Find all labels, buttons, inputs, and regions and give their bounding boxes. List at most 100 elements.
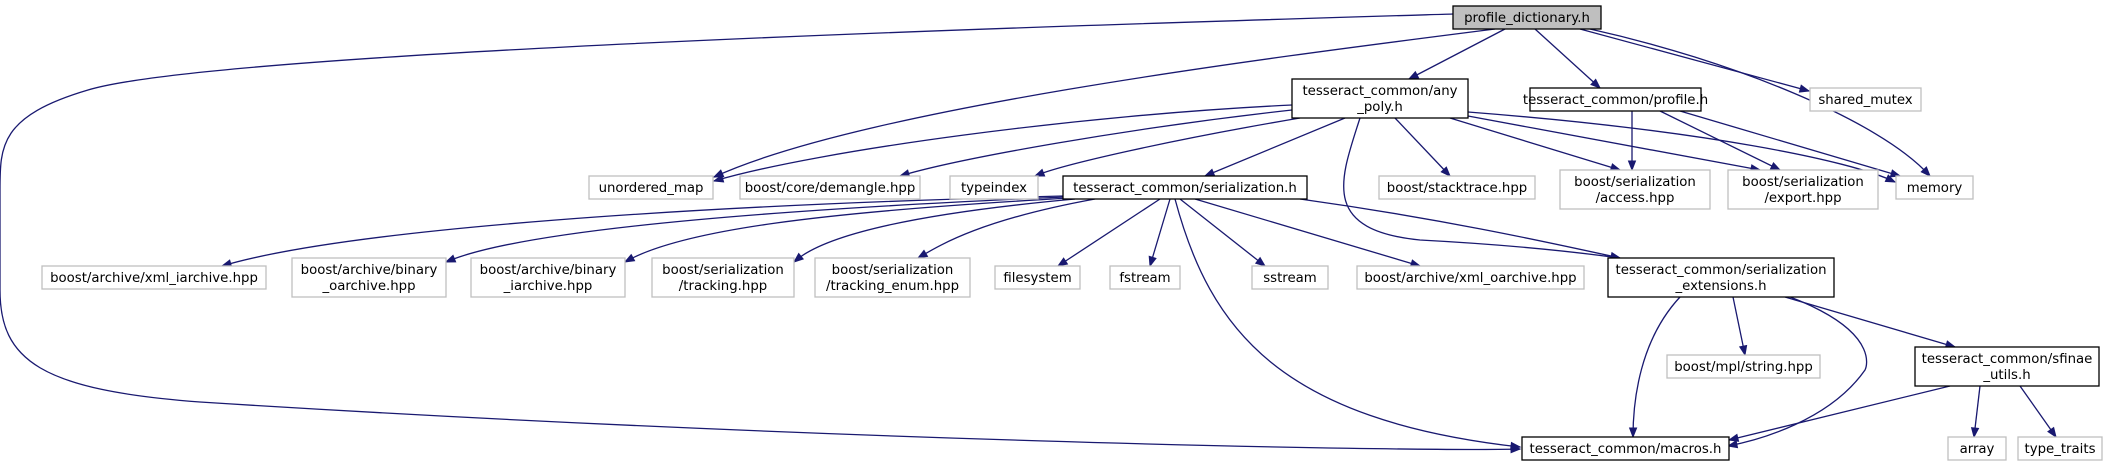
node-root[interactable]: profile_dictionary.h [1452,5,1602,30]
node-box [470,257,626,298]
node-stk: boost/stacktrace.hpp [1378,175,1536,200]
edge-ser-to-mac [1174,198,1522,451]
node-dmg: boost/core/demangle.hpp [739,175,921,200]
edge-any-to-tidx [1033,117,1301,177]
node-ser[interactable]: tesseract_common/serialization.h [1062,175,1308,200]
arrowhead [1727,433,1740,442]
edge-line [1659,110,1781,171]
node-label: boost/serialization [1742,175,1864,190]
node-box [1607,257,1835,298]
arrowhead [1590,78,1602,89]
node-label: tesseract_common/any [1302,84,1457,99]
node-mpl: boost/mpl/string.hpp [1666,354,1821,379]
edge-ser-to-bino [444,196,1066,263]
arrowhead [623,253,636,263]
edge-line [1534,28,1601,89]
node-box [1914,346,2100,387]
arrowhead [712,174,725,183]
node-sfin[interactable]: tesseract_common/sfinae_utils.h [1914,346,2100,387]
edge-prof-to-mem [1679,110,1902,178]
arrowhead [1056,257,1069,267]
edge-ser-to-bini [623,197,1071,263]
node-box [1356,265,1585,290]
arrowhead [1407,70,1420,80]
edge-line [1449,117,1621,171]
dependency-nodes: profile_dictionary.h tesseract_common/any… [41,5,2103,461]
node-tidx: typeindex [949,175,1039,200]
node-fstr: fstream [1109,265,1181,290]
node-label: unordered_map [599,181,704,196]
arrowhead [1254,256,1267,267]
edge-root-to-mem [1589,28,1931,178]
arrowhead [1628,427,1638,439]
node-label: tesseract_common/macros.h [1530,442,1722,457]
node-label: boost/archive/xml_oarchive.hpp [1364,271,1576,286]
node-label: tesseract_common/serialization [1615,263,1826,278]
edge-line [624,197,1071,263]
edge-line [0,13,1521,451]
node-label: boost/archive/binary [301,263,438,278]
node-label: _utils.h [1982,368,2030,383]
node-prof[interactable]: tesseract_common/profile.h [1523,87,1708,112]
edge-line [1057,198,1161,267]
edge-line [1174,198,1521,448]
node-label: type_traits [2024,442,2095,457]
edge-sfin-to-arr [1970,385,1981,439]
dependency-edges [0,13,2057,454]
node-label: _extensions.h [1674,279,1766,294]
node-label: _oarchive.hpp [321,279,415,294]
arrowhead [1033,168,1046,177]
node-box [1947,436,2007,461]
arrowhead [1738,344,1748,357]
edge-ser-to-sstr [1179,198,1267,267]
node-label: boost/serialization [832,263,954,278]
node-box [2017,436,2103,461]
edge-line [1784,296,1956,348]
node-serx[interactable]: tesseract_common/serialization_extension… [1607,257,1835,298]
arrowhead [1920,166,1931,178]
node-label: _poly.h [1356,100,1403,115]
node-label: /tracking.hpp [679,279,767,294]
node-box [1559,169,1711,210]
node-acc: boost/serialization/access.hpp [1559,169,1711,210]
edge-line [1034,117,1301,177]
edge-ser-to-fstr [1148,198,1171,268]
node-sstr: sstream [1251,265,1329,290]
node-box [41,265,267,290]
edge-ser-to-xmlo [1194,198,1422,268]
edge-any-to-exp [1467,115,1762,173]
node-label: /access.hpp [1596,191,1675,206]
arrowhead [1203,168,1216,177]
node-label: _iarchive.hpp [503,279,593,294]
node-box [1529,87,1702,112]
edge-line [1408,28,1506,80]
node-box [651,257,795,298]
node-box [291,257,447,298]
edge-any-to-acc [1449,117,1622,172]
node-box [994,265,1081,290]
arrowhead [1769,162,1782,171]
node-mac[interactable]: tesseract_common/macros.h [1521,436,1730,461]
edge-any-to-ser [1203,117,1346,177]
edge-serx-to-sfin [1784,296,1957,349]
edge-sfin-to-ttr [2019,385,2057,439]
edge-line [1632,296,1681,438]
node-label: tesseract_common/profile.h [1523,93,1708,108]
node-box [1062,175,1308,200]
node-any[interactable]: tesseract_common/any_poly.h [1291,78,1469,119]
node-label: memory [1907,181,1963,196]
node-box [1378,175,1536,200]
node-exp: boost/serialization/export.hpp [1727,169,1879,210]
edge-sfin-to-mac [1727,385,1951,442]
edge-line [1679,110,1901,177]
node-box [1809,87,1922,112]
node-label: typeindex [961,181,1027,196]
edge-line [2019,385,2057,438]
edge-any-to-umap [712,104,1293,183]
arrowhead [1884,174,1897,183]
arrowhead [1970,427,1980,439]
node-box [1251,265,1329,290]
node-box [588,175,714,200]
node-label: boost/stacktrace.hpp [1387,181,1528,196]
node-box [814,257,971,298]
